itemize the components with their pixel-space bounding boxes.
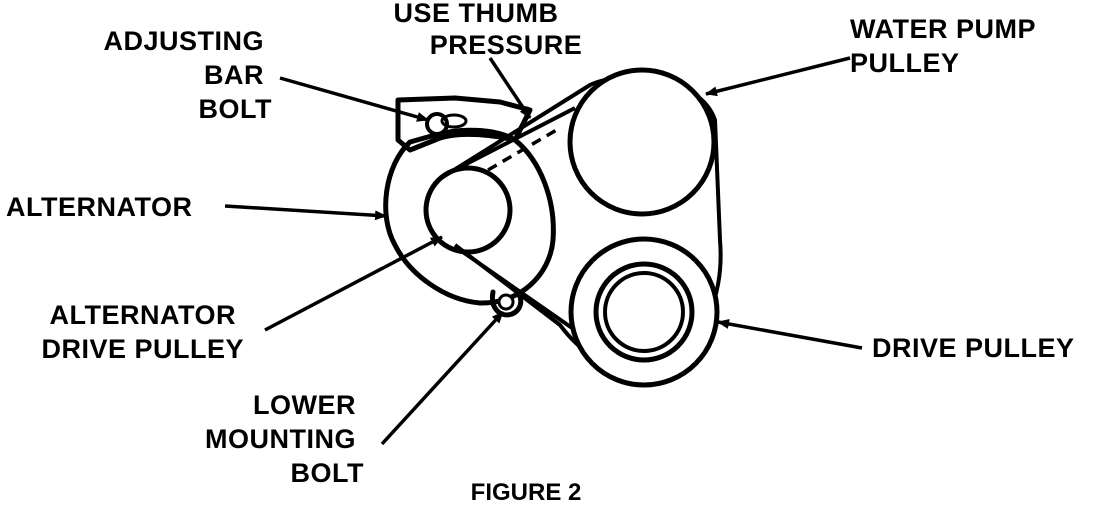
label-alternator-drive-pulley: ALTERNATOR DRIVE PULLEY [41, 300, 244, 364]
leader-alternator [224, 204, 387, 221]
leader-lower-mounting-bolt [380, 310, 505, 446]
lower-mounting-boss [489, 287, 524, 318]
water-pump-pulley-shape [567, 67, 717, 217]
figure-caption: FIGURE 2 [471, 479, 582, 506]
lower-mounting-bolt-shape [497, 293, 515, 311]
drive-pulley-rim [593, 261, 695, 363]
alternator-drive-pulley-shape [423, 165, 513, 255]
label-drive-pulley: DRIVE PULLEY [872, 333, 1075, 363]
belt-deflection-dash [487, 126, 561, 172]
leader-use-thumb-pressure [488, 57, 532, 119]
label-alternator: ALTERNATOR [6, 192, 193, 222]
drive-pulley-hub [603, 271, 685, 353]
drive-pulley-outer [568, 236, 720, 388]
drive-belt-inner [444, 106, 577, 332]
leader-water-pump-pulley [705, 56, 851, 97]
label-water-pump-pulley: WATER PUMP PULLEY [850, 14, 1044, 78]
label-lower-mounting-bolt: LOWER MOUNTING BOLT [205, 390, 364, 488]
label-use-thumb-pressure: USE THUMB PRESSURE [393, 0, 582, 60]
adjusting-slot [440, 113, 468, 129]
leader-alternator-drive-pulley [264, 235, 443, 332]
leader-adjusting-bar-bolt [279, 76, 429, 122]
leader-drive-pulley [717, 319, 863, 350]
label-adjusting-bar-bolt: ADJUSTING BAR BOLT [103, 26, 272, 124]
